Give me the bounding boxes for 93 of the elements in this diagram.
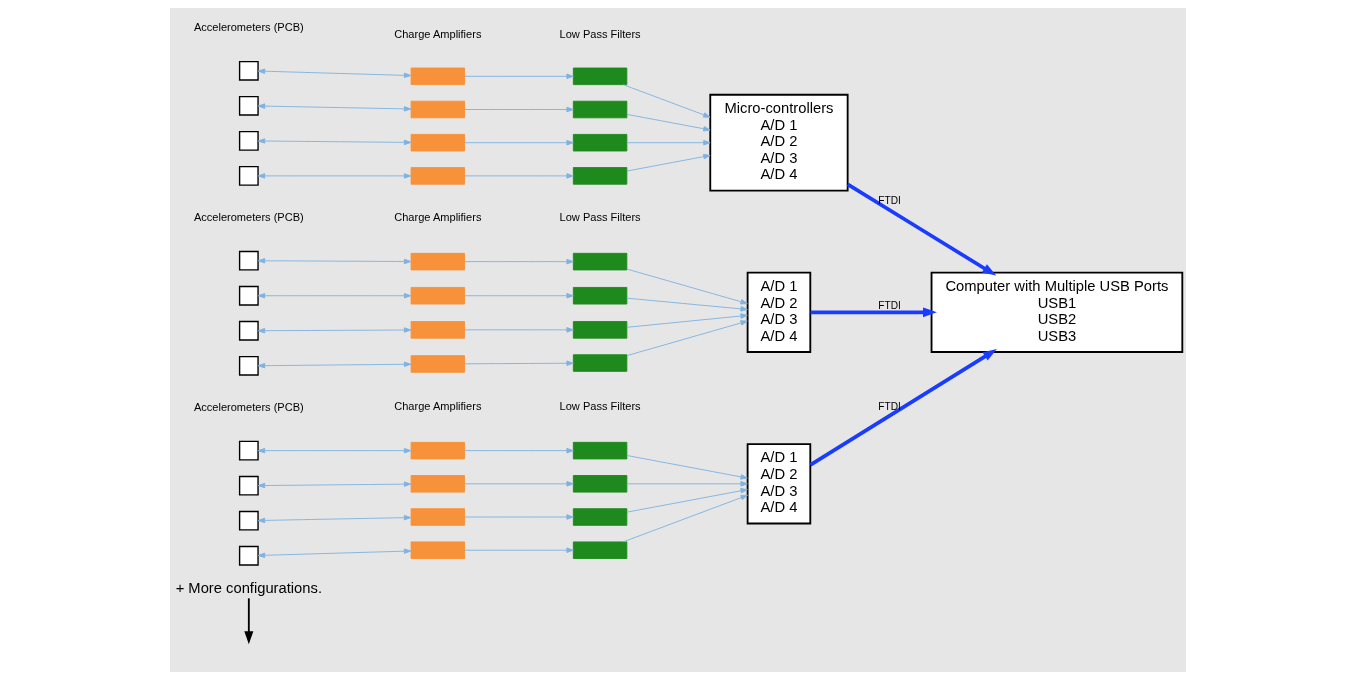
label: Low Pass Filters [559,211,641,224]
node-box [238,285,259,306]
node-bar [410,67,466,86]
node-bar [410,355,466,373]
arrow [257,447,412,454]
node-box [238,166,259,186]
node-bar [572,475,628,493]
arrow [464,327,574,333]
node-box [238,475,259,496]
node-bar [410,133,466,152]
node-box [238,250,259,271]
arrow [464,547,574,553]
arrow [626,481,748,487]
arrow [464,360,574,366]
arrow [257,481,412,489]
arrow [244,597,254,645]
arrow [626,313,748,328]
node-bar [572,252,628,271]
node-bar [410,475,466,493]
arrow [623,84,711,118]
label: Low Pass Filters [559,400,641,413]
arrow [464,73,574,80]
arrow [626,488,748,513]
arrow [464,514,574,520]
arrow [464,481,574,487]
arrow [257,327,412,334]
node-bar [410,541,466,559]
arrow [257,361,412,369]
node-box [238,130,259,151]
node-box [238,60,259,81]
arrow [257,138,412,146]
arrow [257,548,412,558]
arrow [626,153,711,172]
arrow [464,106,574,113]
node-bar [410,321,466,339]
node-bar [410,508,466,526]
arrow [257,68,412,79]
node-box: A/D 1 A/D 2 A/D 3 A/D 4 [746,443,812,525]
node-bar [572,167,628,185]
node-bar [572,133,628,152]
node-bar [572,67,628,86]
node-box [238,440,259,461]
node-box: A/D 1 A/D 2 A/D 3 A/D 4 [746,271,812,353]
node-box: Computer with Multiple USB Ports USB1 USB2 USB3 [930,271,1184,353]
node-bar [572,441,628,460]
arrow [257,173,412,179]
arrow [626,455,748,480]
node-bar [410,100,466,119]
arrow [464,293,574,299]
arrow [257,258,412,265]
edge-label: FTDI [878,195,901,207]
arrow [810,307,937,318]
label: Low Pass Filters [559,27,641,40]
node-box [238,545,259,566]
arrow [626,140,711,146]
edge-label: FTDI [878,400,901,412]
arrow [809,349,997,467]
arrow [464,140,574,146]
edge-label: FTDI [878,300,901,312]
node-bar [572,100,628,119]
arrow [626,297,748,312]
node-bar [410,167,466,185]
node-bar [572,321,628,339]
arrow [464,258,574,265]
arrow [464,447,574,454]
label: Accelerometers (PCB) [193,211,304,224]
arrow [257,293,412,299]
node-bar [572,508,628,526]
label: Charge Amplifiers [394,400,482,413]
label: Accelerometers (PCB) [193,401,304,414]
node-bar [410,252,466,271]
arrow [626,320,748,356]
node-bar [572,354,628,372]
arrow [464,173,574,179]
node-bar [410,441,466,460]
node-box [238,95,259,116]
arrow [846,182,997,276]
node-bar [410,287,466,305]
arrow [626,113,711,132]
node-box [238,510,259,531]
label: Charge Amplifiers [394,211,482,224]
node-bar [572,287,628,305]
node-box: Micro-controllers A/D 1 A/D 2 A/D 3 A/D 4 [709,93,849,192]
label: Accelerometers (PCB) [193,21,304,34]
arrow [623,494,748,543]
node-bar [572,541,628,559]
node-text: + More configurations. [175,580,323,597]
arrow [626,268,748,305]
node-box [238,355,259,376]
arrow [257,103,412,112]
node-box [238,320,259,341]
arrow [257,514,412,524]
label: Charge Amplifiers [394,27,482,40]
